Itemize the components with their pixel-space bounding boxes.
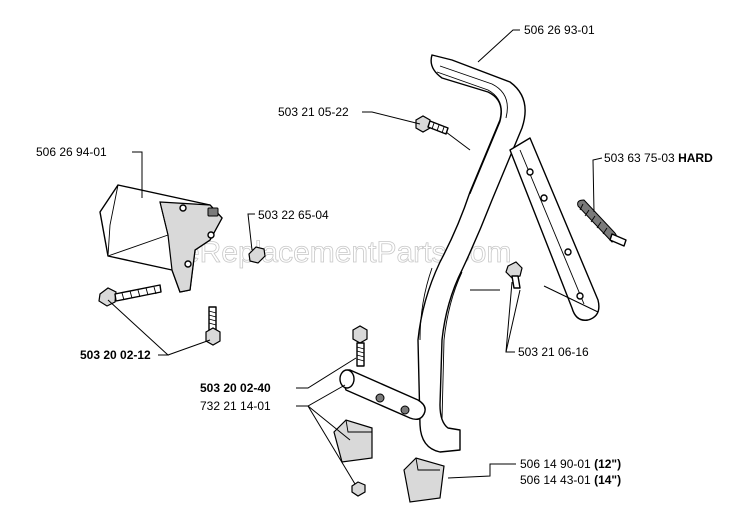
rubber-block-right xyxy=(403,457,445,503)
leader-lines xyxy=(107,29,603,485)
label-front-handle: 506 26 93-01 xyxy=(524,23,595,37)
bracket xyxy=(99,184,223,293)
screw-right xyxy=(505,261,523,289)
label-screw-pair: 503 20 02-12 xyxy=(80,348,151,362)
label-screw-right: 503 21 06-16 xyxy=(518,345,589,359)
bolt-left xyxy=(98,284,162,307)
label-block-14: 506 14 43-01 (14") xyxy=(520,473,621,487)
label-tube: 732 21 14-01 xyxy=(200,399,271,413)
label-screw-top: 503 21 05-22 xyxy=(278,105,349,119)
front-handle xyxy=(417,54,600,453)
rubber-block-left xyxy=(333,419,373,463)
label-spring-hard: 503 63 75-03 HARD xyxy=(604,151,713,165)
label-bracket: 506 26 94-01 xyxy=(36,145,107,159)
screw-top xyxy=(415,115,449,135)
label-block-12: 506 14 90-01 (12") xyxy=(520,457,621,471)
bottom-nut xyxy=(351,481,366,497)
label-small-nut: 503 22 65-04 xyxy=(258,208,329,222)
spring-hard xyxy=(577,199,627,247)
screw-mid xyxy=(352,325,368,367)
tube xyxy=(339,369,426,421)
bolt-vertical xyxy=(205,306,221,346)
label-screw-mid: 503 20 02-40 xyxy=(200,381,271,395)
small-nut xyxy=(248,246,266,264)
